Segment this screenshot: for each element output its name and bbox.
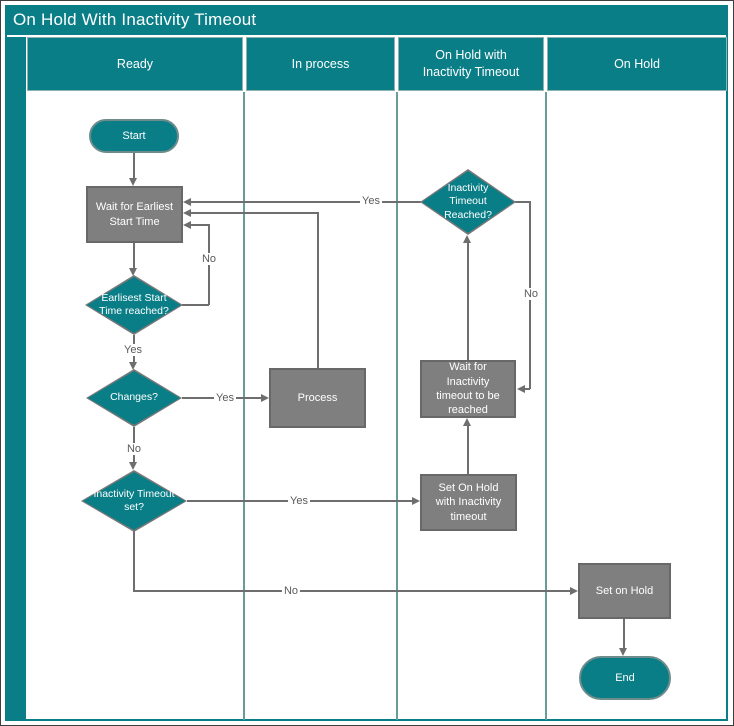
lane-header-onhold: On Hold [547,37,727,91]
edge-label-timeoutset-no: No [281,585,301,597]
node-start-label: Start [122,129,146,142]
lane-header-in-process: In process [246,37,395,91]
arrowhead [517,384,525,393]
node-process[interactable]: Process [269,368,366,428]
connector-process-wait-h [190,212,318,214]
edge-label-earliest-no: No [199,253,219,265]
arrowhead [129,362,137,370]
node-set-onhold-it[interactable]: Set On Hold with Inactivity timeout [420,474,517,531]
node-changes[interactable]: Changes? [86,369,182,427]
connector-earliest-no-a [182,304,209,306]
edge-label-changes-yes: Yes [214,392,236,404]
diagram-title: On Hold With Inactivity Timeout [5,5,728,35]
connector-waitinactivity-itreached [467,243,469,360]
arrowhead [463,418,471,426]
edge-label-earliest-yes: Yes [122,344,144,356]
arrowhead [463,235,471,243]
arrowhead [129,462,137,470]
lane-header-ready: Ready [27,37,243,91]
node-it-reached-label: Inactivity Timeout Reached? [444,182,492,221]
connector-timeoutset-no-v [133,531,135,591]
node-timeout-set-label: Inactivity Timeout set? [93,487,175,513]
arrowhead [129,178,137,186]
node-set-onhold[interactable]: Set on Hold [578,563,671,619]
node-earliest-reached[interactable]: Earlisest Start Time reached? [85,275,183,335]
node-earliest-reached-label: Earlisest Start Time reached? [99,291,169,317]
connector-wait-earliest [133,243,135,269]
node-wait-inactivity-label: Wait for Inactivity timeout to be reache… [436,361,500,417]
node-process-label: Process [297,391,338,404]
connector-process-wait-v [317,212,319,368]
lane-header-onhold-inactivity: On Hold with Inactivity Timeout [398,37,544,91]
node-timeout-set[interactable]: Inactivity Timeout set? [81,470,187,532]
lane-divider-2 [396,92,398,720]
edge-label-timeoutset-yes: Yes [288,495,310,507]
lane-divider-1 [243,92,245,720]
edge-label-itreached-yes: Yes [360,195,382,207]
connector-start-wait [133,153,135,179]
swimlane-left-strip [7,37,26,721]
edge-label-changes-no: No [124,443,144,455]
node-end-label: End [615,671,635,684]
node-end[interactable]: End [579,656,671,700]
lane-divider-3 [545,92,547,720]
node-wait-earliest-label: Wait for Earliest Start Time [95,201,174,228]
arrowhead [183,208,191,217]
arrowhead [129,268,137,276]
node-wait-earliest[interactable]: Wait for Earliest Start Time [86,186,183,243]
connector-earliest-no-c [190,224,209,226]
node-start[interactable]: Start [89,119,179,153]
arrowhead [261,393,269,402]
edge-label-itreached-no: No [521,288,541,300]
connector-setonhold-end [623,619,625,649]
arrowhead [183,220,191,229]
node-it-reached[interactable]: Inactivity Timeout Reached? [420,169,516,235]
connector-setonholdit-waitinactivity [467,426,469,474]
connector-itreached-no-c [524,388,530,390]
node-changes-label: Changes? [110,391,158,404]
connector-itreached-yes [190,201,421,203]
node-wait-inactivity[interactable]: Wait for Inactivity timeout to be reache… [420,360,516,418]
arrowhead [412,496,420,505]
arrowhead [619,648,627,656]
connector-itreached-no-a [515,201,530,203]
arrowhead [183,197,191,206]
connector-timeoutset-no-h [133,590,570,592]
arrowhead [570,586,578,595]
node-set-onhold-it-label: Set On Hold with Inactivity timeout [435,482,502,523]
node-set-onhold-label: Set on Hold [595,584,654,597]
